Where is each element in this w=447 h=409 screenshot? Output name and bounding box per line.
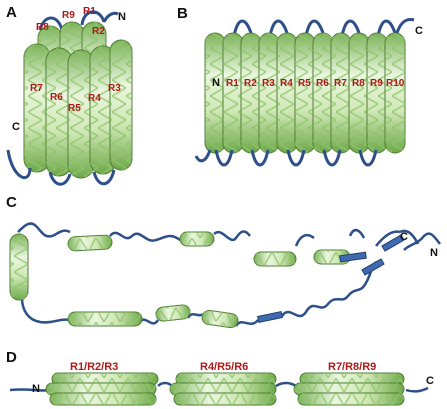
panel-label-a: A — [6, 4, 17, 21]
repeat-label: R9 — [62, 10, 75, 21]
c-terminus-label: C — [415, 25, 423, 37]
helix-spiral — [68, 312, 142, 326]
repeat-label: R2 — [92, 26, 105, 37]
panel-c: C — [6, 194, 442, 329]
repeat-label: R6 — [316, 78, 329, 89]
repeat-label: R4 — [88, 93, 101, 104]
helix-spiral — [277, 33, 297, 153]
n-terminus-label: N — [430, 247, 438, 259]
helix-spiral — [313, 33, 333, 153]
helix-spiral — [110, 40, 132, 170]
repeat-group-label: R7/R8/R9 — [328, 361, 376, 373]
helix-spiral — [259, 33, 279, 153]
repeat-label: R1 — [83, 6, 96, 17]
helix-spiral — [205, 33, 225, 153]
helix-spiral — [46, 383, 156, 395]
repeat-label: R2 — [244, 78, 257, 89]
helix-row-b — [204, 32, 406, 154]
repeat-label: R8 — [352, 78, 365, 89]
helix-group-3 — [293, 372, 405, 406]
n-terminus-label: N — [118, 11, 126, 23]
helix-spiral — [367, 33, 387, 153]
repeat-label: R9 — [370, 78, 383, 89]
helix-spiral — [223, 33, 243, 153]
panel-label-c: C — [6, 194, 17, 211]
helix-spiral — [349, 33, 369, 153]
repeat-label: R3 — [108, 83, 121, 94]
panel-label-d: D — [6, 349, 17, 366]
c-terminus-tail — [399, 229, 442, 251]
helix-spiral — [68, 50, 94, 178]
helix-spiral — [202, 310, 238, 328]
helix-spiral — [68, 235, 112, 251]
beta-strands — [257, 234, 405, 324]
repeat-label: R10 — [386, 78, 405, 89]
c-terminus-label: C — [400, 231, 408, 243]
helix-segments-c — [9, 231, 351, 329]
helix-spiral — [52, 373, 158, 385]
helix-spiral — [298, 393, 404, 405]
repeat-group-label: R4/R5/R6 — [200, 361, 248, 373]
helix-spiral — [176, 373, 276, 385]
helix-bundle-front — [23, 39, 133, 179]
helix-spiral — [156, 304, 190, 322]
helix-spiral — [180, 232, 214, 246]
repeat-label: R1 — [226, 78, 239, 89]
helix-spiral — [294, 383, 404, 395]
repeat-label: R3 — [262, 78, 275, 89]
helix-spiral — [300, 373, 404, 385]
n-terminus-tail — [102, 11, 119, 23]
helix-group-2 — [169, 372, 277, 406]
helix-spiral — [254, 252, 296, 266]
c-terminus-label: C — [426, 375, 434, 387]
chain-backbone — [9, 381, 429, 393]
helix-group-1 — [45, 372, 159, 406]
helix-spiral — [174, 393, 276, 405]
loop — [92, 169, 116, 186]
n-terminus-label: N — [32, 383, 40, 395]
helix-spiral — [331, 33, 351, 153]
c-terminus-tail — [6, 149, 32, 180]
repeat-group-label: R1/R2/R3 — [70, 361, 118, 373]
repeat-label: R8 — [36, 22, 49, 33]
helix-spiral — [241, 33, 261, 153]
helix-spiral — [24, 44, 50, 172]
repeat-label: R7 — [30, 83, 43, 94]
beta-strand — [257, 310, 283, 324]
beta-strand — [339, 251, 367, 263]
bottom-loops — [194, 149, 378, 167]
helix-spiral — [295, 33, 315, 153]
loop — [80, 10, 106, 26]
repeat-label: R7 — [334, 78, 347, 89]
helix-spiral — [50, 393, 156, 405]
repeat-label: R6 — [50, 92, 63, 103]
beta-strand — [361, 258, 385, 276]
beta-strand — [381, 234, 405, 252]
chain-path-upper — [17, 222, 401, 247]
loop — [48, 171, 72, 186]
loop — [38, 16, 64, 31]
panel-d: D N C R1/R2/R3 — [6, 349, 434, 406]
panel-a: A N C — [6, 4, 133, 186]
chain-path-left — [20, 297, 71, 324]
panel-label-b: B — [177, 5, 188, 22]
repeat-label: R5 — [298, 78, 311, 89]
repeat-label: R5 — [68, 103, 81, 114]
c-terminus-label: C — [12, 121, 20, 133]
helix-spiral — [385, 33, 405, 153]
panel-b: B — [177, 5, 423, 167]
repeat-label: R4 — [280, 78, 293, 89]
helix-spiral — [10, 234, 28, 300]
helix-spiral — [46, 48, 72, 176]
helix-spiral — [170, 383, 276, 395]
chain-path-lower — [139, 261, 378, 327]
n-terminus-label: N — [212, 77, 220, 89]
